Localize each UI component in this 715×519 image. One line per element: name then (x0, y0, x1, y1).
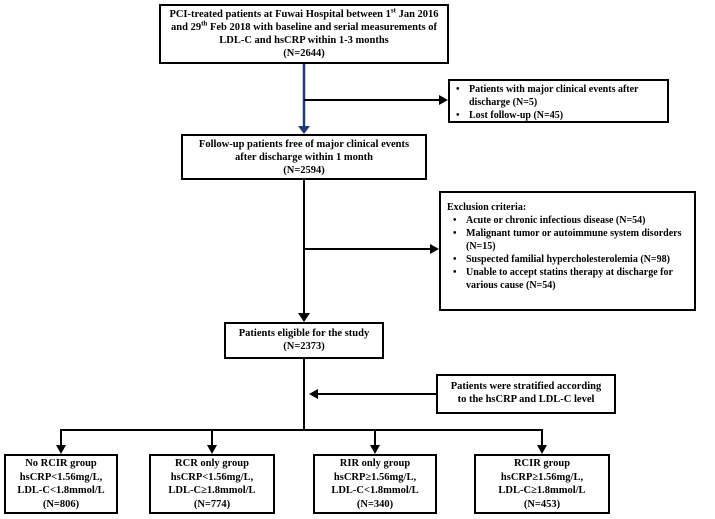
arrowhead-branch-events (439, 95, 448, 105)
group-name: RIR only group (339, 458, 411, 469)
box-group-rcir: RCIR group hsCRP≥1.56mg/L, LDL-C≥1.8mmol… (474, 454, 610, 514)
initial-cohort-n: (N=2644) (283, 48, 325, 59)
arrowhead-followup-to-eligible (298, 313, 310, 322)
ordinal-superscript: th (201, 19, 208, 28)
group-n: (N=806) (42, 498, 80, 510)
box-excluded-events: Patients with major clinical events afte… (448, 79, 669, 123)
exclusion-item: Acute or chronic infectious disease (N=5… (447, 214, 690, 227)
arrowhead-drop-group-3 (370, 445, 380, 454)
box-stratification-note: Patients were stratified according to th… (436, 374, 616, 414)
initial-cohort-text: Jan 2016 and 29 (171, 9, 439, 33)
group-ldl: LDL-C<1.8mmol/L (17, 485, 105, 496)
exclusion-item: Malignant tumor or autoimmune system dis… (447, 227, 690, 253)
exclusion-item: Unable to accept statins therapy at disc… (447, 266, 690, 292)
ordinal-superscript: st (390, 6, 396, 15)
group-name: No RCIR group (25, 458, 97, 469)
initial-cohort-text: Feb 2018 with baseline and serial measur… (207, 22, 437, 46)
excluded-event-item: Patients with major clinical events afte… (450, 83, 663, 109)
group-name: RCIR group (513, 458, 571, 469)
initial-cohort-text: PCI-treated patients at Fuwai Hospital b… (169, 9, 391, 20)
arrowhead-drop-group-2 (207, 445, 217, 454)
group-ldl: LDL-C<1.8mmol/L (331, 485, 419, 496)
box-eligible-patients: Patients eligible for the study (N=2373) (224, 322, 384, 359)
group-ldl: LDL-C≥1.8mmol/L (498, 485, 586, 496)
followup-line1: Follow-up patients free of major clinica… (198, 139, 410, 150)
group-hscrp: hsCRP≥1.56mg/L, (500, 471, 584, 483)
group-ldl: LDL-C≥1.8mmol/L (168, 485, 256, 496)
group-n: (N=453) (523, 498, 561, 510)
box-group-no-rcir: No RCIR group hsCRP<1.56mg/L, LDL-C<1.8m… (4, 454, 118, 514)
group-name: RCR only group (175, 458, 249, 469)
box-group-rcr-only: RCR only group hsCRP<1.56mg/L, LDL-C≥1.8… (149, 454, 275, 514)
arrowhead-stratified-note (309, 389, 318, 399)
eligible-line1: Patients eligible for the study (238, 328, 370, 339)
arrowhead-top-to-followup (298, 126, 310, 134)
exclusion-title: Exclusion criteria: (447, 202, 527, 213)
arrowhead-drop-group-1 (56, 445, 66, 454)
exclusion-item: Suspected familial hypercholesterolemia … (447, 253, 690, 266)
group-hscrp: hsCRP<1.56mg/L, (19, 471, 103, 483)
box-followup-cohort: Follow-up patients free of major clinica… (181, 134, 427, 180)
group-hscrp: hsCRP≥1.56mg/L, (333, 471, 417, 483)
arrowhead-drop-group-4 (537, 445, 547, 454)
followup-n: (N=2594) (283, 165, 325, 176)
stratified-line1: Patients were stratified according (450, 381, 602, 392)
arrowhead-branch-exclusion (430, 244, 439, 254)
eligible-n: (N=2373) (283, 341, 325, 352)
box-initial-cohort: PCI-treated patients at Fuwai Hospital b… (159, 4, 449, 64)
box-exclusion-criteria: Exclusion criteria: Acute or chronic inf… (439, 191, 696, 311)
excluded-event-item: Lost follow-up (N=45) (450, 109, 663, 121)
box-group-rir-only: RIR only group hsCRP≥1.56mg/L, LDL-C<1.8… (313, 454, 437, 514)
group-n: (N=340) (356, 498, 394, 510)
stratified-line2: to the hsCRP and LDL-C level (457, 394, 595, 405)
followup-line2: after discharge within 1 month (234, 152, 374, 163)
group-hscrp: hsCRP<1.56mg/L, (170, 471, 254, 483)
group-n: (N=774) (193, 498, 231, 510)
